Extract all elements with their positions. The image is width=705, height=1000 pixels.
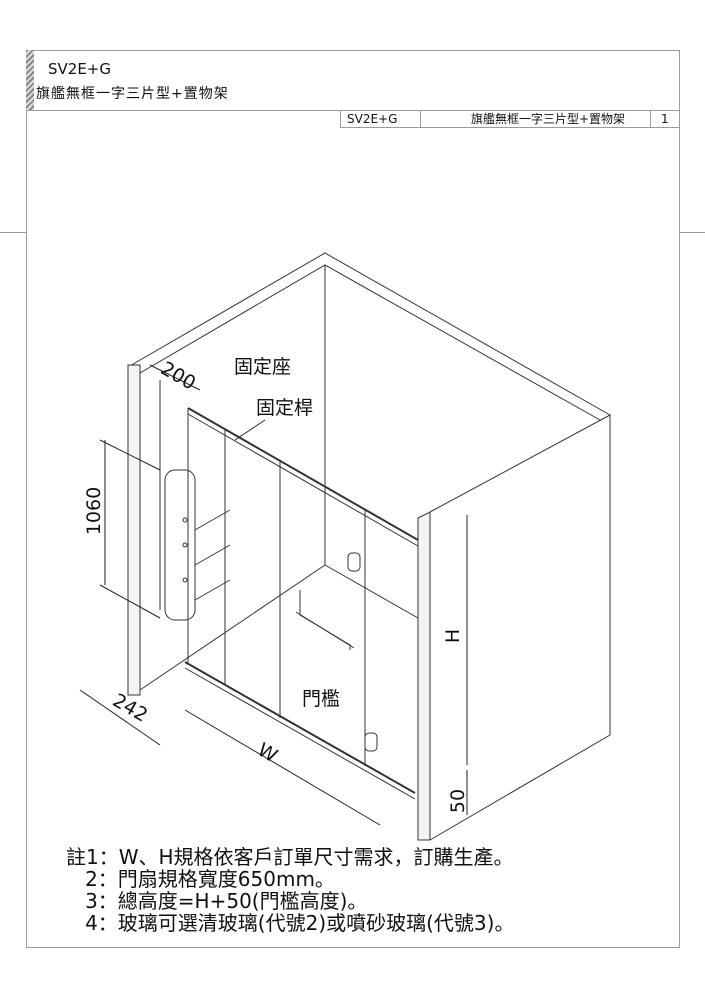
header-name: 旗艦無框一字三片型+置物架 (36, 86, 229, 102)
dim-height: H (442, 628, 465, 644)
dim-threshold-height: 50 (447, 788, 470, 814)
dim-shelf-height: 1060 (83, 486, 106, 536)
dimension-lines (79, 364, 468, 826)
title-block-name: 旗艦無框一字三片型+置物架 (420, 110, 650, 128)
header-model: SV2E+G (48, 60, 111, 78)
label-threshold: 門檻 (302, 688, 341, 710)
note-1: 註1：W、H規格依客戶訂單尺寸需求，訂購生產。 (66, 845, 514, 869)
header-divider (26, 110, 680, 111)
note-3: 3：總高度=H+50(門檻高度)。 (66, 889, 368, 913)
fold-mark-right (680, 232, 705, 233)
notes: 註1：W、H規格依客戶訂單尺寸需求，訂購生產。 2：門扇規格寬度650mm。 3… (66, 846, 514, 934)
label-fixed-rod: 固定桿 (256, 397, 314, 419)
glass-enclosure (184, 407, 419, 800)
label-fixed-seat: 固定座 (234, 356, 292, 378)
header-hatch (26, 50, 34, 110)
note-4: 4：玻璃可選清玻璃(代號2)或噴砂玻璃(代號3)。 (66, 911, 515, 935)
shelf-rack (164, 469, 231, 621)
drawing-frame (26, 50, 680, 948)
title-block-page: 1 (650, 110, 680, 128)
walls (127, 252, 611, 841)
fold-mark-left (0, 232, 26, 233)
note-2: 2：門扇規格寬度650mm。 (66, 867, 335, 891)
title-block-model: SV2E+G (340, 110, 420, 128)
